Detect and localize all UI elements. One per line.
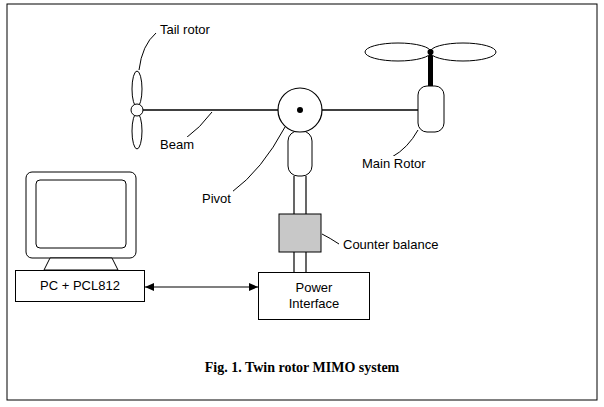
leader-line <box>232 127 285 192</box>
leader-line <box>392 130 418 157</box>
tail-blade <box>132 71 142 107</box>
column-body <box>288 131 312 176</box>
part-label: Beam <box>158 137 196 153</box>
figure-caption: Fig. 1. Twin rotor MIMO system <box>205 360 400 376</box>
rotor-shaft <box>428 52 433 88</box>
part-label: Pivot <box>200 191 233 207</box>
part-label: Counter balance <box>341 237 440 253</box>
connector-line <box>145 286 258 287</box>
monitor <box>26 172 136 258</box>
tail-hub <box>131 104 143 116</box>
leader-line <box>186 112 212 138</box>
monitor-base <box>44 258 118 270</box>
leader-line <box>322 234 339 244</box>
main-blade <box>365 43 431 61</box>
pivot-dot <box>297 107 303 113</box>
box-text: Power Interface <box>283 280 345 311</box>
arrowhead <box>145 283 154 291</box>
interface-box: Power Interface <box>258 272 370 320</box>
arrowhead <box>249 283 258 291</box>
double-arrow <box>145 283 258 291</box>
tail-blade <box>132 113 142 149</box>
main-motor <box>418 86 444 132</box>
figure-frame <box>7 4 597 400</box>
counter-balance <box>279 214 321 252</box>
monitor-screen <box>36 180 126 248</box>
leader-line <box>139 33 156 70</box>
main-blade <box>430 43 496 61</box>
pivot-circle <box>278 88 322 132</box>
box-text: PC + PCL812 <box>40 278 120 294</box>
part-label: Tail rotor <box>158 22 212 38</box>
part-label: Main Rotor <box>360 156 428 172</box>
computer-box: PC + PCL812 <box>15 270 145 302</box>
rotor-hub <box>428 49 434 55</box>
